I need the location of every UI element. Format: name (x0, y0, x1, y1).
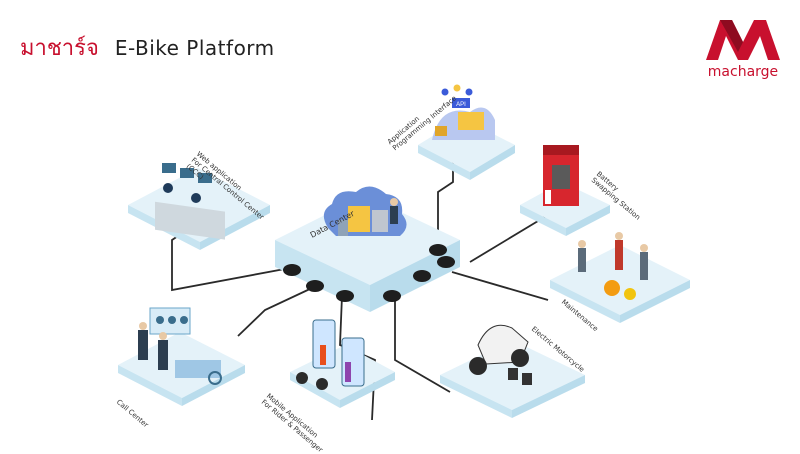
cable-call-center (237, 287, 313, 337)
port-mobile (336, 290, 354, 302)
maintenance-platform (550, 232, 690, 323)
api-badge-text: API (456, 102, 466, 108)
port-call-center (306, 280, 324, 292)
cable-maintenance (451, 271, 549, 301)
battery-platform (520, 145, 610, 236)
cable-motorcycle (394, 296, 451, 393)
hub-ports (283, 244, 455, 302)
thai-title: มาชาร์จ (20, 36, 99, 61)
port-motorcycle (383, 290, 401, 302)
port-maintenance (413, 270, 431, 282)
web-app-platform (128, 163, 270, 250)
port-battery (437, 256, 455, 268)
port-web-app (283, 264, 301, 276)
mobile-platform (290, 319, 395, 408)
page-title: มาชาร์จ E-Bike Platform (20, 30, 275, 65)
call-center-platform (118, 307, 245, 406)
api-platform: API (418, 84, 515, 180)
motorcycle-platform (440, 324, 585, 418)
logo-wordmark: macharge (707, 64, 779, 80)
port-api (429, 244, 447, 256)
cable-battery (469, 214, 549, 263)
logo-mark-icon (706, 20, 780, 60)
macharge-logo: macharge (698, 12, 788, 82)
main-title: E-Bike Platform (114, 36, 275, 60)
